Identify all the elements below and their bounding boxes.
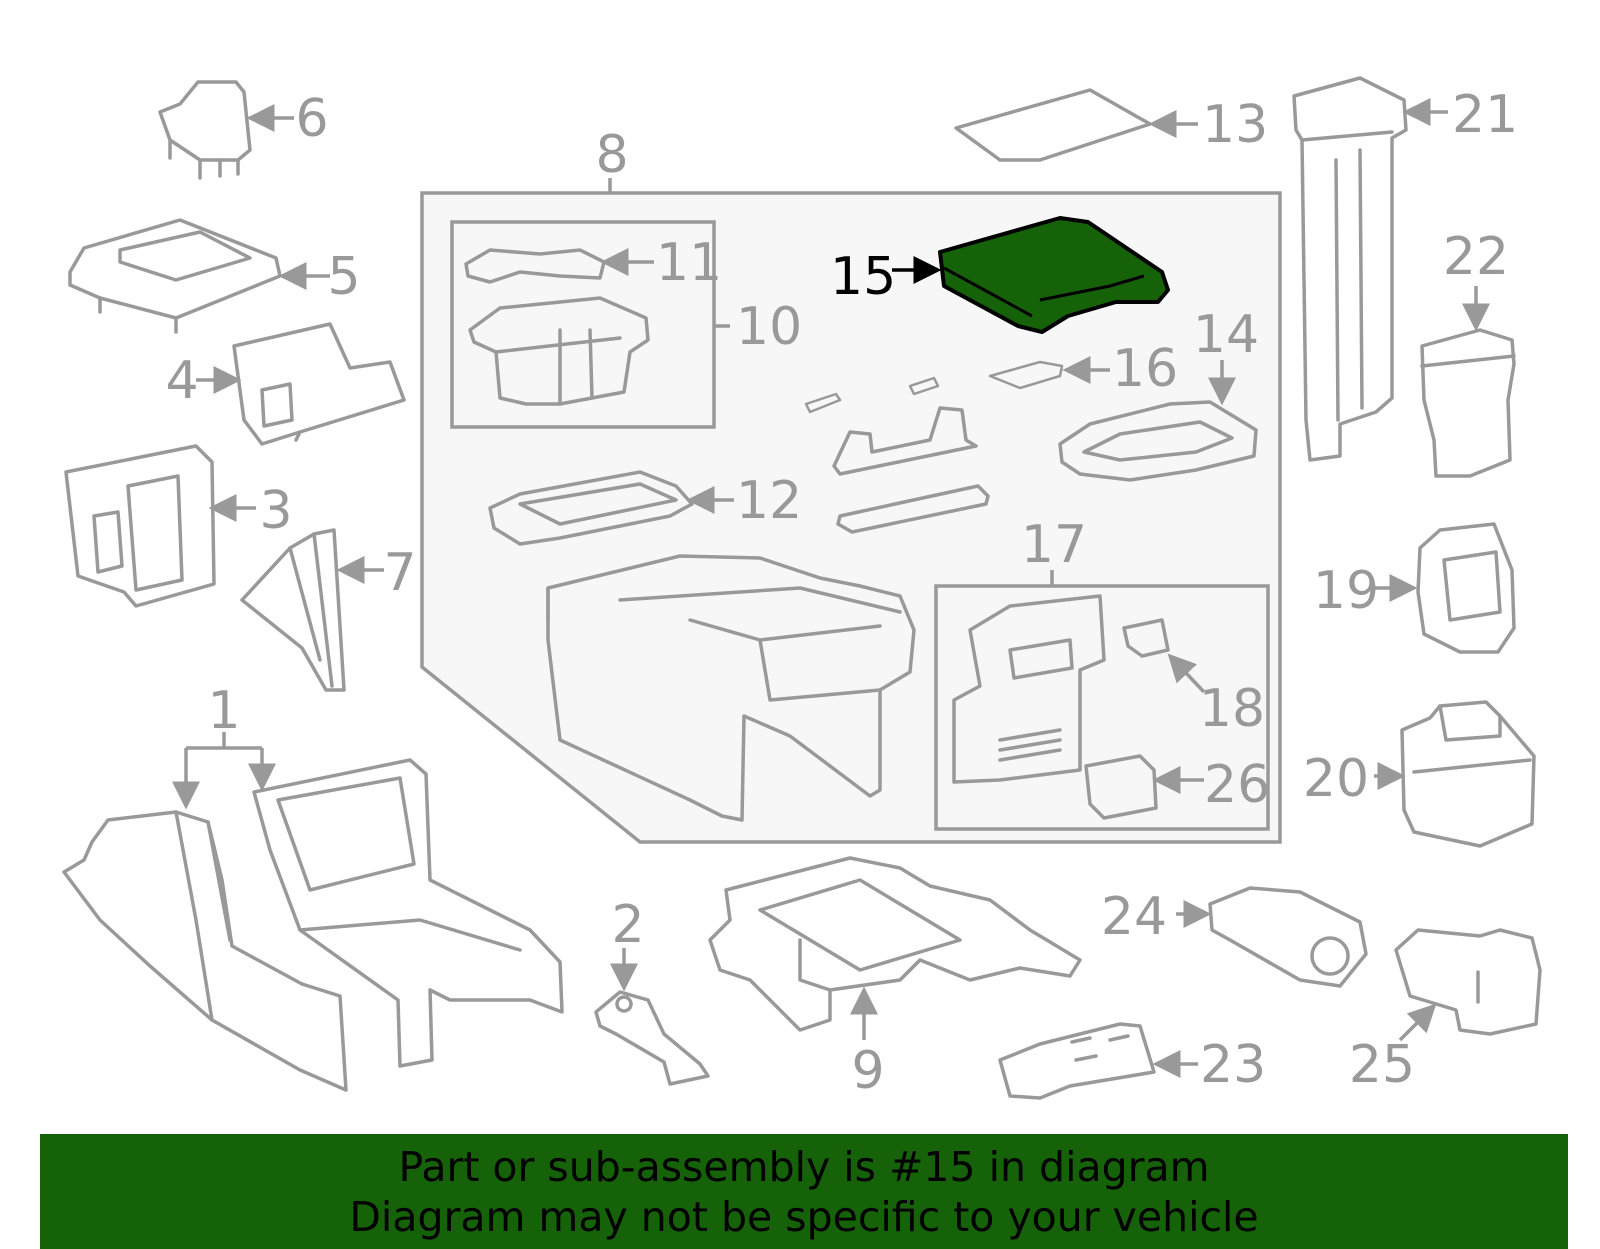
label-26: 26 (1204, 755, 1270, 815)
label-18: 18 (1199, 679, 1265, 739)
label-23: 23 (1200, 1035, 1266, 1095)
part-3 (64, 444, 256, 608)
label-13: 13 (1202, 95, 1268, 155)
label-8: 8 (595, 125, 628, 185)
label-12: 12 (736, 471, 802, 531)
label-20: 20 (1303, 749, 1369, 809)
label-2: 2 (611, 895, 644, 955)
part-21 (1292, 76, 1448, 462)
part-17 (952, 570, 1106, 784)
label-15-highlighted: 15 (830, 247, 896, 307)
part-4 (196, 322, 406, 446)
part-13 (954, 88, 1198, 162)
label-3: 3 (259, 481, 292, 541)
clip-parts (804, 376, 990, 534)
part-9 (708, 856, 1082, 1040)
part-2 (594, 948, 710, 1086)
part-24 (1176, 886, 1368, 988)
part-14 (1058, 360, 1258, 482)
part-25 (1394, 928, 1542, 1042)
part-12 (488, 470, 734, 546)
label-9: 9 (851, 1041, 884, 1101)
label-10: 10 (736, 297, 802, 357)
part-11 (464, 248, 654, 284)
label-6: 6 (295, 89, 328, 149)
label-7: 7 (383, 543, 416, 603)
info-banner: Part or sub-assembly is #15 in diagram D… (40, 1134, 1568, 1249)
part-5 (68, 218, 330, 334)
part-19 (1372, 522, 1516, 654)
part-18 (1122, 618, 1206, 694)
label-19: 19 (1313, 561, 1379, 621)
label-14: 14 (1193, 305, 1259, 365)
part-20 (1374, 700, 1536, 848)
label-21: 21 (1452, 85, 1518, 145)
label-1: 1 (207, 681, 240, 741)
part-16 (988, 356, 1110, 390)
part-1 (62, 732, 564, 1092)
sub-frame-17 (934, 584, 1270, 831)
label-4: 4 (165, 351, 198, 411)
part-6 (158, 80, 294, 180)
label-24: 24 (1101, 887, 1167, 947)
part-7 (240, 528, 384, 692)
label-16: 16 (1112, 339, 1178, 399)
banner-line-part-number: Part or sub-assembly is #15 in diagram (398, 1142, 1210, 1191)
part-15-highlighted (892, 216, 1170, 334)
part-8-console (546, 554, 916, 822)
assembly-8-frame (420, 178, 1282, 844)
banner-line-disclaimer: Diagram may not be specific to your vehi… (349, 1192, 1259, 1241)
part-22 (1420, 286, 1516, 478)
label-5: 5 (327, 247, 360, 307)
part-10 (468, 296, 730, 406)
label-22: 22 (1443, 227, 1509, 287)
label-17: 17 (1021, 515, 1087, 575)
label-25: 25 (1349, 1035, 1415, 1095)
part-23 (998, 1022, 1198, 1100)
part-26 (1084, 754, 1204, 820)
label-11: 11 (656, 233, 722, 293)
